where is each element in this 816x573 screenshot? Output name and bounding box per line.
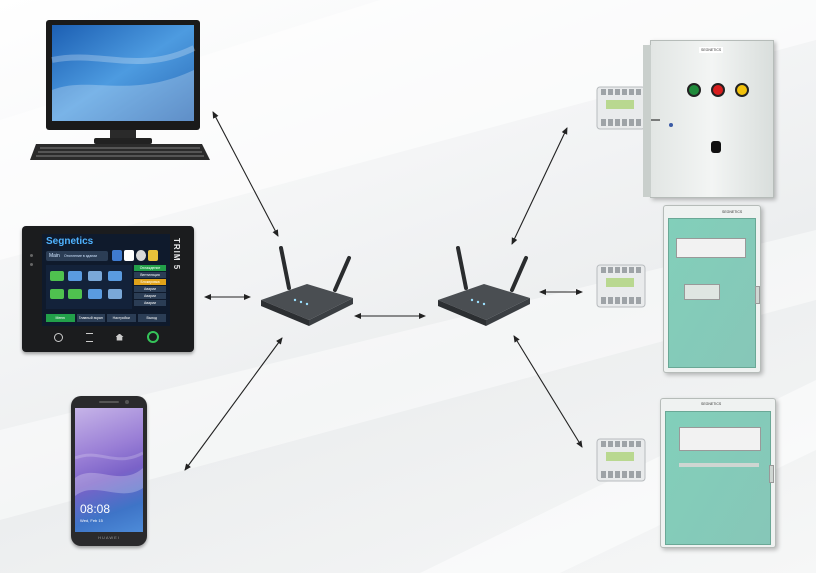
app-icon[interactable] [124,250,134,261]
tablet-header: Main Отопление в здании [46,251,108,261]
selector-switch[interactable] [711,141,721,153]
phone-clock: 08:08 [80,502,111,516]
tablet-bottom-bar: Меню Главный экран Настройки Выход [46,314,166,322]
unit-icon[interactable] [88,271,102,281]
cabinet-label: SEGNETICS [701,402,722,406]
tablet-tab-main[interactable]: Main [49,253,60,259]
indicator-red [711,83,725,97]
gear-icon[interactable] [136,250,146,261]
door-lock [669,123,673,127]
unit-icon[interactable] [50,289,64,299]
breaker-row [679,427,761,451]
tablet-model-label: TRIM 5 [172,238,181,271]
unit-icon[interactable] [68,289,82,299]
antenna [456,246,468,290]
breaker-row [679,463,759,467]
cabinet-label: SEGNETICS [722,210,743,214]
tablet-nav [42,330,170,344]
smartphone: 08:08 Wed, Feb 15 HUAWEI [71,396,147,546]
camera-icon [125,400,129,404]
phone-date: Wed, Feb 15 [80,518,103,523]
unit-icon[interactable] [50,271,64,281]
menu-item[interactable]: Аварии [134,293,166,299]
cabinet-side-edge [643,45,651,197]
control-cabinet-glass: SEGNETICS [663,205,761,373]
indicator-green [687,83,701,97]
tablet-screen[interactable]: Segnetics Main Отопление в здании Охлажд… [42,234,170,326]
menu-item[interactable]: Аварии [134,286,166,292]
antenna [333,256,351,292]
home-icon[interactable] [115,333,124,341]
phone-screen[interactable]: 08:08 Wed, Feb 15 [75,408,143,532]
unit-icon[interactable] [108,289,122,299]
menu-item[interactable]: Аварии [134,300,166,306]
bottom-button[interactable]: Меню [46,314,75,322]
bottom-button[interactable]: Настройки [107,314,136,322]
router-body [438,284,530,320]
tablet-icon-row [112,250,168,262]
controller-module [596,264,646,308]
wallpaper-waves [75,451,143,496]
router-left [261,246,353,326]
app-icon[interactable] [148,250,158,261]
control-cabinet-glass-lower: SEGNETICS [660,398,776,548]
bottom-button[interactable]: Выход [137,314,166,322]
unit-icon[interactable] [88,289,102,299]
link-router-module3 [513,335,583,448]
controller-module [596,86,646,130]
monitor-icon [30,20,210,160]
door-handle[interactable] [769,465,774,483]
bottom-button[interactable]: Главный экран [76,314,105,322]
desktop-computer [30,20,210,165]
unit-icon[interactable] [68,271,82,281]
antenna [510,256,528,292]
door-handle[interactable] [755,286,760,304]
breaker-row [676,238,746,258]
tablet-side-dots [30,254,34,266]
unit-icon[interactable] [108,271,122,281]
router-body [261,284,353,320]
controller-module [596,438,646,482]
tablet-brand: Segnetics [46,236,94,247]
link-phone-router [184,337,283,471]
power-icon[interactable] [53,332,63,342]
cabinet-label: SEGNETICS [699,47,724,53]
tablet-equipment-grid [46,265,132,309]
router-right [438,246,530,326]
tablet-side-menu: Охлаждение Вентиляция Блокировка Аварии … [134,265,166,307]
menu-item[interactable]: Вентиляция [134,272,166,278]
control-cabinet-grey: SEGNETICS [643,40,774,198]
menu-item[interactable]: Блокировка [134,279,166,285]
app-icon[interactable] [112,250,122,261]
menu-icon[interactable] [85,332,93,342]
indicator-yellow [735,83,749,97]
tablet-tab-second[interactable]: Отопление в здании [64,254,98,258]
status-ring-icon[interactable] [146,331,159,343]
breaker-row [684,284,720,300]
menu-item[interactable]: Охлаждение [134,265,166,271]
link-router-module1 [511,127,568,245]
phone-earpiece [99,401,119,403]
phone-brand: HUAWEI [98,535,120,540]
antenna [279,246,291,290]
link-desktop-router [212,111,279,237]
trim5-panel: Segnetics Main Отопление в здании Охлажд… [22,226,194,352]
